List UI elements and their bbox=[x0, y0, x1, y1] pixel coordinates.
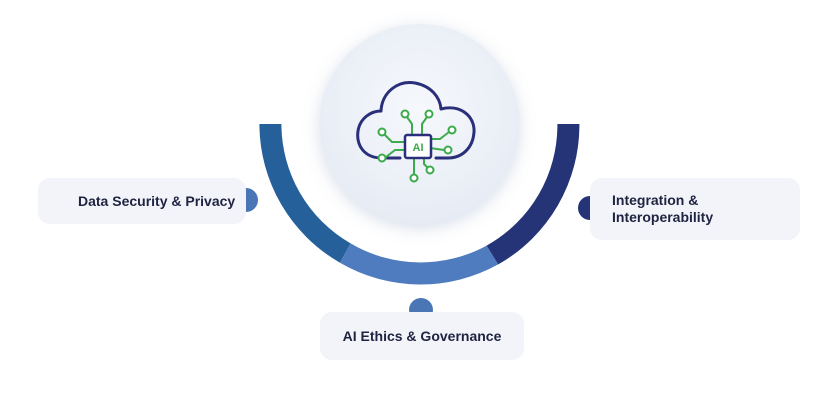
circuit-nodes bbox=[377, 109, 457, 183]
cloud-ai-chip-icon: AI bbox=[356, 81, 476, 183]
card-ai-ethics: AI Ethics & Governance bbox=[320, 312, 524, 360]
card-data-security-label: Data Security & Privacy bbox=[78, 192, 236, 209]
ai-chip bbox=[403, 133, 433, 160]
arc-segment-bottom bbox=[340, 243, 499, 285]
card-integration: Integration & Interoperability bbox=[590, 178, 800, 240]
card-ai-ethics-label: AI Ethics & Governance bbox=[342, 327, 502, 344]
center-hub bbox=[319, 24, 520, 224]
cloud-outline bbox=[356, 81, 476, 160]
card-integration-label: Integration & Interoperability bbox=[612, 192, 714, 225]
arc-segment-right bbox=[486, 124, 580, 265]
arc-segment-left bbox=[259, 124, 351, 263]
card-data-security: Data Security & Privacy bbox=[38, 178, 246, 224]
ai-chip-label: AI bbox=[413, 142, 424, 154]
circuit-traces bbox=[384, 116, 450, 175]
